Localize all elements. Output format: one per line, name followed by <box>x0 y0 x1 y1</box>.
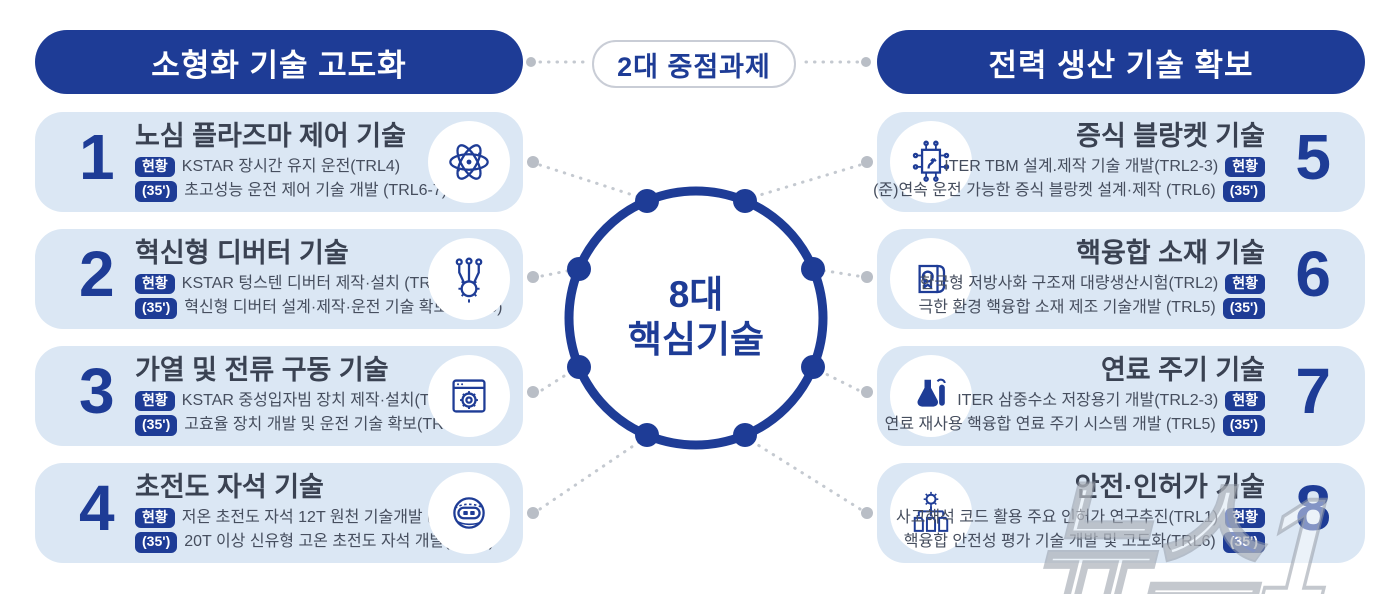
status-badge: 현황 <box>1225 157 1265 178</box>
status-row: 현황 KSTAR 텅스텐 디버터 제작·설치 (TRL3-4) <box>135 274 502 295</box>
right-header-label: 전력 생산 기술 확보 <box>988 47 1254 83</box>
atom-icon <box>428 121 510 203</box>
tech-card-8: 안전·인허가 기술 사고해석 코드 활용 주요 인허가 연구추진(TRL1) 현… <box>877 463 1365 563</box>
target-row: (준)연속 운전 가능한 증식 블랑켓 설계·제작 (TRL6) (35') <box>873 181 1265 202</box>
item-title: 연료 주기 기술 <box>1100 355 1265 385</box>
safety-orgchart-icon <box>890 472 972 554</box>
status-text: ITER 삼중수소 저장용기 개발(TRL2-3) <box>957 392 1219 410</box>
tech-card-7: 연료 주기 기술 ITER 삼중수소 저장용기 개발(TRL2-3) 현황 연료… <box>877 346 1365 446</box>
status-text: 한국형 저방사화 구조재 대량생산시험(TRL2) <box>919 275 1219 293</box>
target-text: 핵융합 안전성 평가 기술 개발 및 고도화(TRL6) <box>903 533 1216 551</box>
target-text: 20T 이상 신유형 고온 초전도 자석 개발(TRL6) <box>184 533 495 551</box>
tech-card-2: 2 혁신형 디버터 기술 현황 KSTAR 텅스텐 디버터 제작·설치 (TRL… <box>35 229 523 329</box>
tech-card-1: 1 노심 플라즈마 제어 기술 현황 KSTAR 장시간 유지 운전(TRL4)… <box>35 112 523 212</box>
center-topic-pill: 2대 중점과제 <box>592 40 796 88</box>
item-number: 8 <box>1295 472 1331 544</box>
status-badge: 현황 <box>135 274 175 295</box>
item-number: 7 <box>1295 355 1331 427</box>
target-row: 극한 환경 핵융합 소재 제조 기술개발 (TRL5) (35') <box>918 298 1265 319</box>
target-text: 고효율 장치 개발 및 운전 기술 확보(TRL6) <box>184 416 467 434</box>
item-title: 초전도 자석 기술 <box>135 472 324 502</box>
target-row: (35') 혁신형 디버터 설계·제작·운전 기술 확보 (TRL6) <box>135 298 503 319</box>
target-row: (35') 초고성능 운전 제어 기술 개발 (TRL6-7) <box>135 181 448 202</box>
window-gear-icon <box>428 355 510 437</box>
item-number: 6 <box>1295 238 1331 310</box>
target-badge: (35') <box>135 532 178 553</box>
target-badge: (35') <box>135 181 178 202</box>
item-title: 증식 블랑켓 기술 <box>1076 121 1265 151</box>
target-badge: (35') <box>1222 181 1265 202</box>
status-text: ITER TBM 설계.제작 기술 개발(TRL2-3) <box>944 158 1219 176</box>
right-column-header: 전력 생산 기술 확보 <box>877 30 1365 94</box>
item-number: 2 <box>79 238 115 310</box>
status-row: 현황 저온 초전도 자석 12T 원천 기술개발 (TRL3-4) <box>135 508 494 529</box>
status-row: ITER TBM 설계.제작 기술 개발(TRL2-3) 현황 <box>873 157 1265 178</box>
target-row: (35') 고효율 장치 개발 및 운전 기술 확보(TRL6) <box>135 415 467 436</box>
target-text: 극한 환경 핵융합 소재 제조 기술개발 (TRL5) <box>918 299 1216 317</box>
target-text: 초고성능 운전 제어 기술 개발 (TRL6-7) <box>184 182 448 200</box>
target-row: (35') 20T 이상 신유형 고온 초전도 자석 개발(TRL6) <box>135 532 495 553</box>
core-circle-label: 8대 핵심기술 <box>576 272 816 362</box>
flask-icon <box>890 355 972 437</box>
status-badge: 현황 <box>1225 508 1265 529</box>
blanket-module-icon <box>890 121 972 203</box>
target-badge: (35') <box>1222 415 1265 436</box>
divertor-circuit-icon <box>428 238 510 320</box>
target-badge: (35') <box>1222 298 1265 319</box>
status-row: ITER 삼중수소 저장용기 개발(TRL2-3) 현황 <box>885 391 1265 412</box>
status-row: 사고해석 코드 활용 주요 인허가 연구추진(TRL1) 현황 <box>895 508 1265 529</box>
item-title: 핵융합 소재 기술 <box>1076 238 1265 268</box>
left-column-header: 소형화 기술 고도화 <box>35 30 523 94</box>
target-text: (준)연속 운전 가능한 증식 블랑켓 설계·제작 (TRL6) <box>873 182 1216 200</box>
tech-card-3: 3 가열 및 전류 구동 기술 현황 KSTAR 중성입자빔 장치 제작·설치(… <box>35 346 523 446</box>
status-badge: 현황 <box>1225 391 1265 412</box>
target-row: 핵융합 안전성 평가 기술 개발 및 고도화(TRL6) (35') <box>896 532 1265 553</box>
status-text: 저온 초전도 자석 12T 원천 기술개발 (TRL3-4) <box>181 509 492 527</box>
item-number: 1 <box>79 121 115 193</box>
core-line2: 핵심기술 <box>627 319 765 361</box>
item-title: 혁신형 디버터 기술 <box>135 238 349 268</box>
status-badge: 현황 <box>135 157 175 178</box>
status-row: 현황 KSTAR 중성입자빔 장치 제작·설치(TRL3) <box>135 391 467 412</box>
center-pill-label: 2대 중점과제 <box>617 51 771 82</box>
target-text: 혁신형 디버터 설계·제작·운전 기술 확보 (TRL6) <box>184 299 503 317</box>
status-badge: 현황 <box>1225 274 1265 295</box>
item-number: 5 <box>1295 121 1331 193</box>
status-text: KSTAR 텅스텐 디버터 제작·설치 (TRL3-4) <box>181 275 469 293</box>
status-text: 사고해석 코드 활용 주요 인허가 연구추진(TRL1) <box>895 509 1219 527</box>
target-text: 연료 재사용 핵융합 연료 주기 시스템 개발 (TRL5) <box>884 416 1216 434</box>
material-scroll-icon <box>890 238 972 320</box>
status-row: 한국형 저방사화 구조재 대량생산시험(TRL2) 현황 <box>919 274 1265 295</box>
target-badge: (35') <box>135 298 178 319</box>
target-badge: (35') <box>135 415 178 436</box>
item-title: 가열 및 전류 구동 기술 <box>135 355 389 385</box>
target-row: 연료 재사용 핵융합 연료 주기 시스템 개발 (TRL5) (35') <box>884 415 1265 436</box>
tech-card-4: 4 초전도 자석 기술 현황 저온 초전도 자석 12T 원천 기술개발 (TR… <box>35 463 523 563</box>
status-row: 현황 KSTAR 장시간 유지 운전(TRL4) <box>135 157 447 178</box>
item-title: 노심 플라즈마 제어 기술 <box>135 121 406 151</box>
status-badge: 현황 <box>135 508 175 529</box>
status-badge: 현황 <box>135 391 175 412</box>
status-text: KSTAR 장시간 유지 운전(TRL4) <box>181 158 401 176</box>
item-title: 안전·인허가 기술 <box>1074 472 1265 502</box>
target-badge: (35') <box>1222 532 1265 553</box>
left-header-label: 소형화 기술 고도화 <box>151 47 407 83</box>
item-number: 4 <box>79 472 115 544</box>
tech-card-5: 증식 블랑켓 기술 ITER TBM 설계.제작 기술 개발(TRL2-3) 현… <box>873 112 1365 212</box>
tech-card-6: 핵융합 소재 기술 한국형 저방사화 구조재 대량생산시험(TRL2) 현황 극… <box>877 229 1365 329</box>
magnet-coil-icon <box>428 472 510 554</box>
core-line1: 8대 <box>668 274 724 315</box>
item-number: 3 <box>79 355 115 427</box>
status-text: KSTAR 중성입자빔 장치 제작·설치(TRL3) <box>181 392 465 410</box>
